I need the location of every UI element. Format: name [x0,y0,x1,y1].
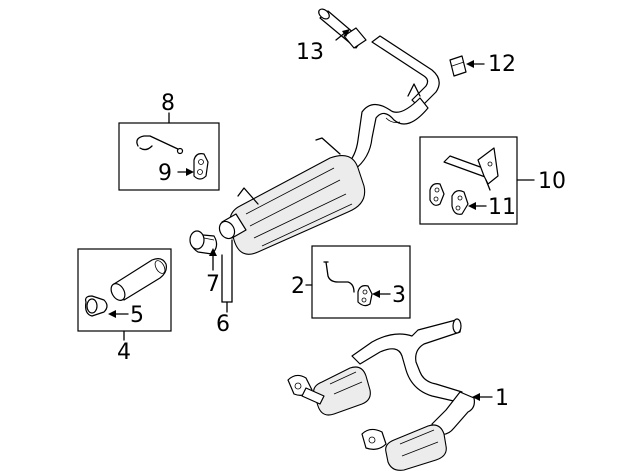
muffler-part [218,155,366,255]
insulator-part-12 [449,55,467,77]
callout-13: 13 [296,40,324,65]
group-box-2 [311,245,411,319]
callout-8: 8 [161,91,175,116]
callout-12: 12 [488,52,516,77]
callout-7: 7 [206,272,220,297]
callout-9: 9 [158,161,172,186]
leader-lines [108,29,535,401]
callout-6: 6 [216,312,230,337]
callout-3: 3 [392,283,406,308]
group-box-4 [77,248,172,332]
group-box-10 [419,136,518,225]
callout-4: 4 [117,340,131,365]
callout-10: 10 [538,169,566,194]
callout-11: 11 [488,195,516,220]
tailpipe-part [318,8,440,109]
converter-assembly-part [287,318,475,471]
callout-5: 5 [130,303,144,328]
callout-2: 2 [291,274,305,299]
group-box-8 [118,122,220,191]
clamp-part-7 [189,230,218,255]
callout-1: 1 [495,386,509,411]
